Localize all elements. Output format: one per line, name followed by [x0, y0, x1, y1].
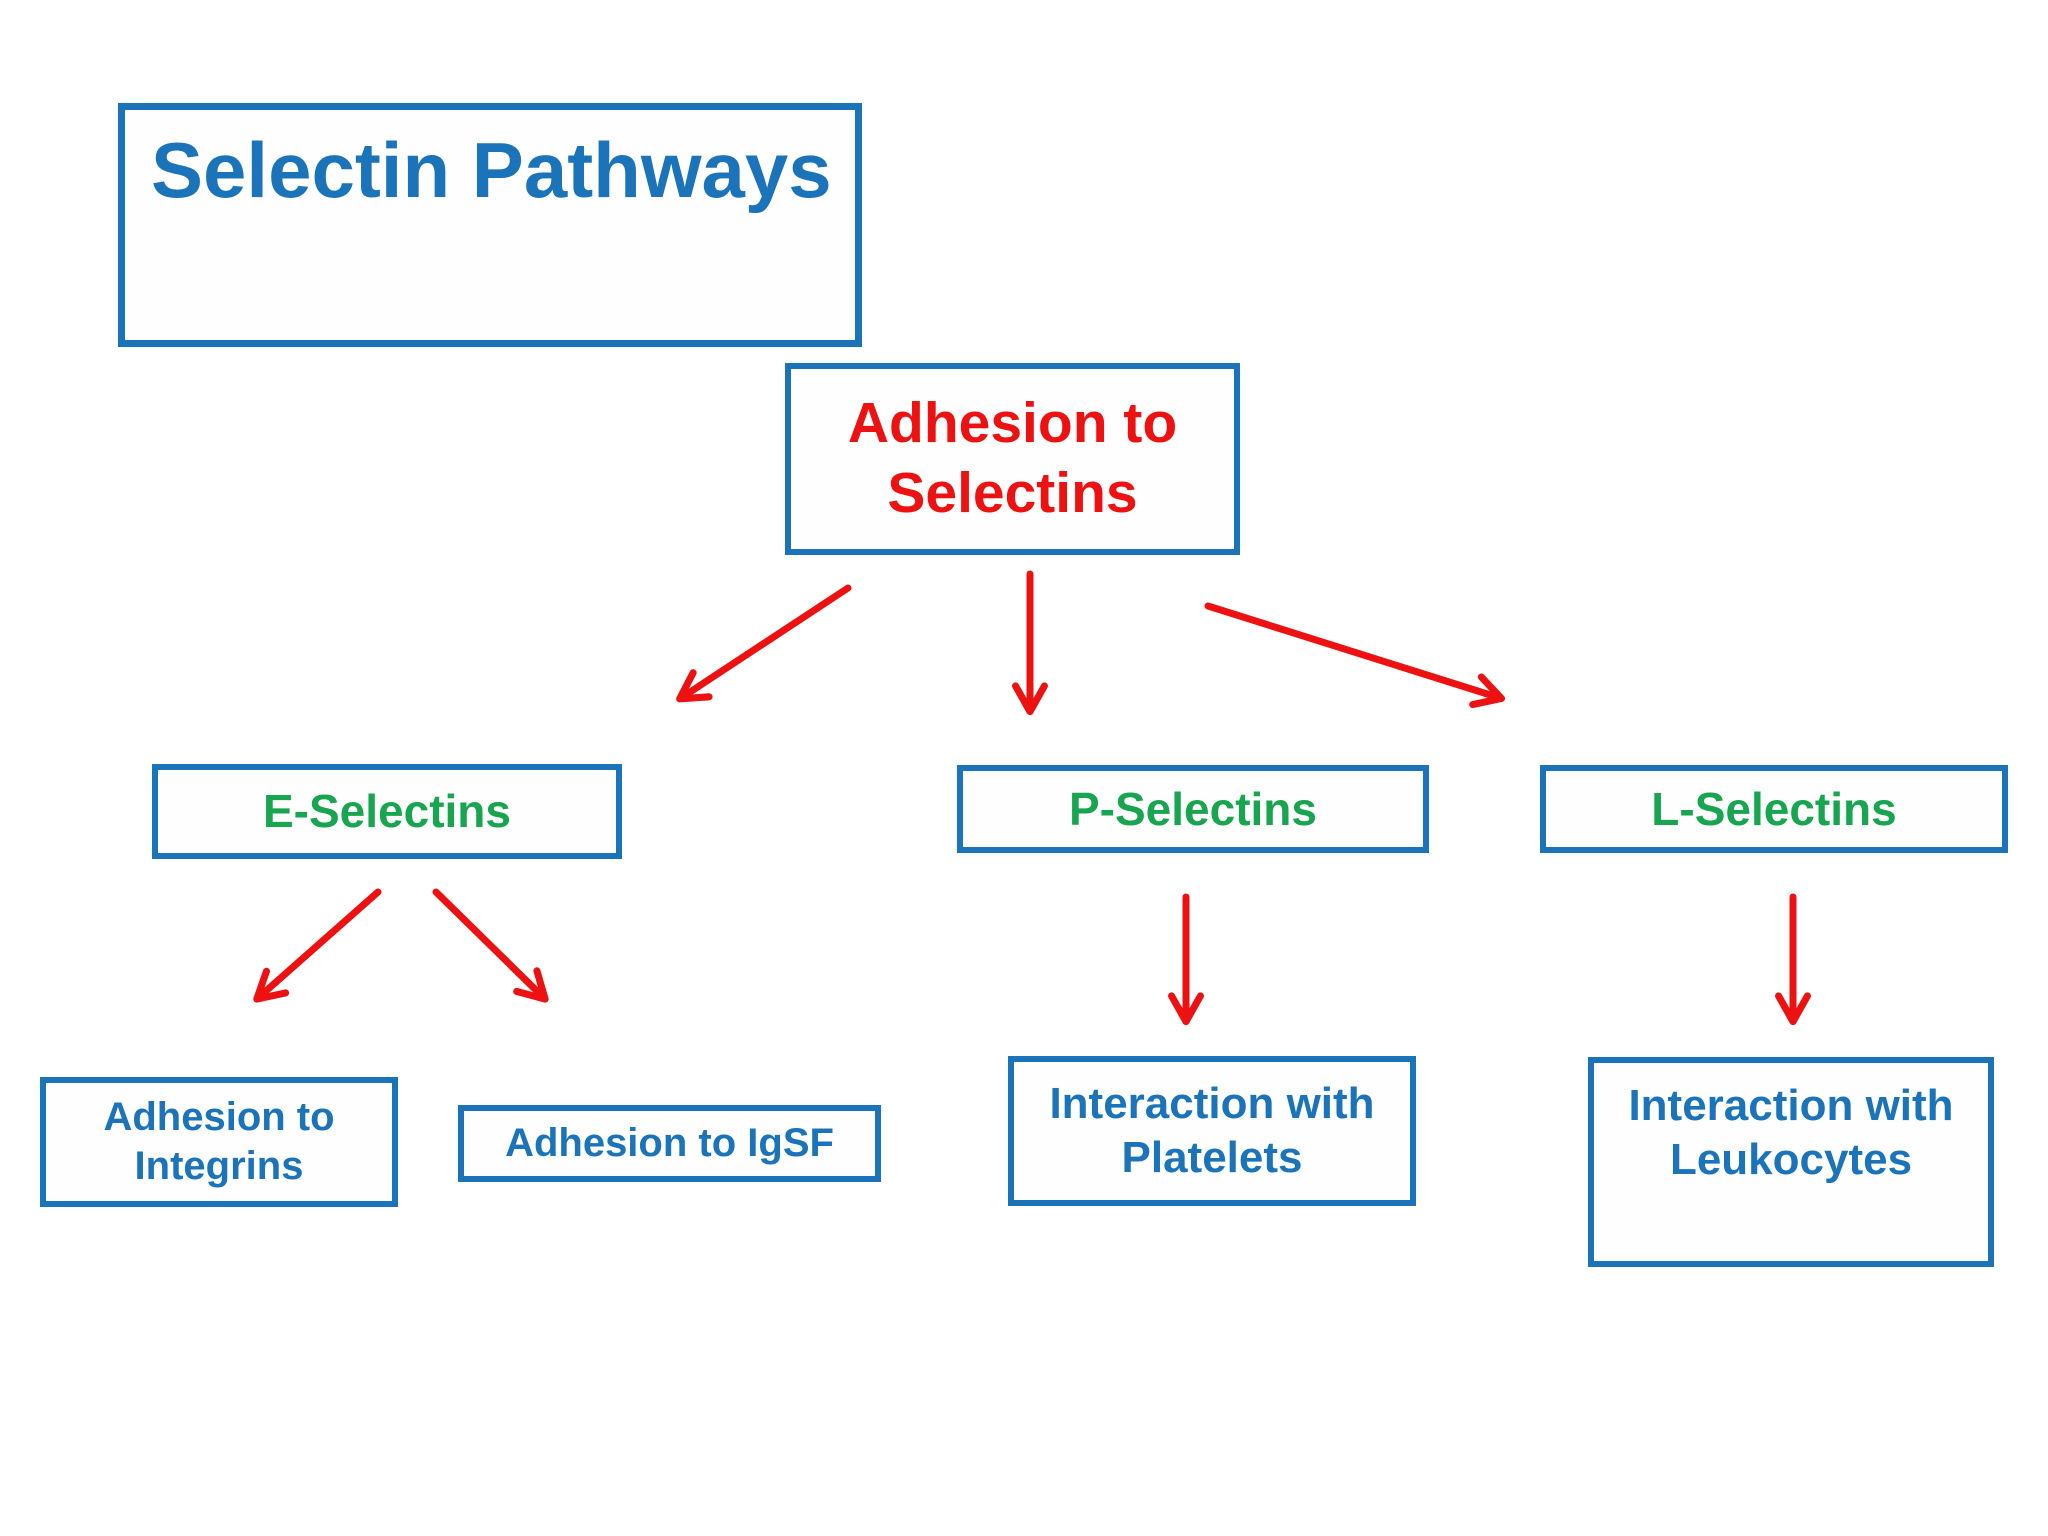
arrow-e-selectins-to-integrins: [253, 888, 382, 1003]
node-adhesion-to-selectins: Adhesion to Selectins: [785, 363, 1240, 555]
node-e-selectins: E-Selectins: [152, 764, 622, 859]
node-interaction-with-leukocytes: Interaction with Leukocytes: [1588, 1057, 1994, 1267]
arrow-root-to-l-selectins: [1204, 602, 1506, 709]
node-label: Adhesion to IgSF: [505, 1121, 834, 1166]
node-adhesion-to-integrins: Adhesion to Integrins: [40, 1077, 398, 1207]
node-adhesion-to-igsf: Adhesion to IgSF: [458, 1105, 881, 1182]
title-box: Selectin Pathways: [118, 103, 862, 347]
node-label: E-Selectins: [263, 785, 511, 838]
arrow-root-to-e-selectins: [676, 584, 852, 703]
node-label: Adhesion to Selectins: [847, 391, 1178, 525]
node-label: L-Selectins: [1651, 782, 1897, 835]
diagram-title: Selectin Pathways: [151, 126, 832, 214]
node-label: Adhesion to Integrins: [103, 1095, 335, 1188]
node-interaction-with-platelets: Interaction with Platelets: [1008, 1056, 1416, 1206]
arrow-e-selectins-to-igsf: [432, 888, 549, 1003]
node-label: P-Selectins: [1069, 782, 1317, 835]
node-label: Interaction with Platelets: [1049, 1079, 1375, 1182]
node-label: Interaction with Leukocytes: [1628, 1081, 1954, 1184]
node-l-selectins: L-Selectins: [1540, 765, 2008, 853]
node-p-selectins: P-Selectins: [957, 765, 1429, 853]
